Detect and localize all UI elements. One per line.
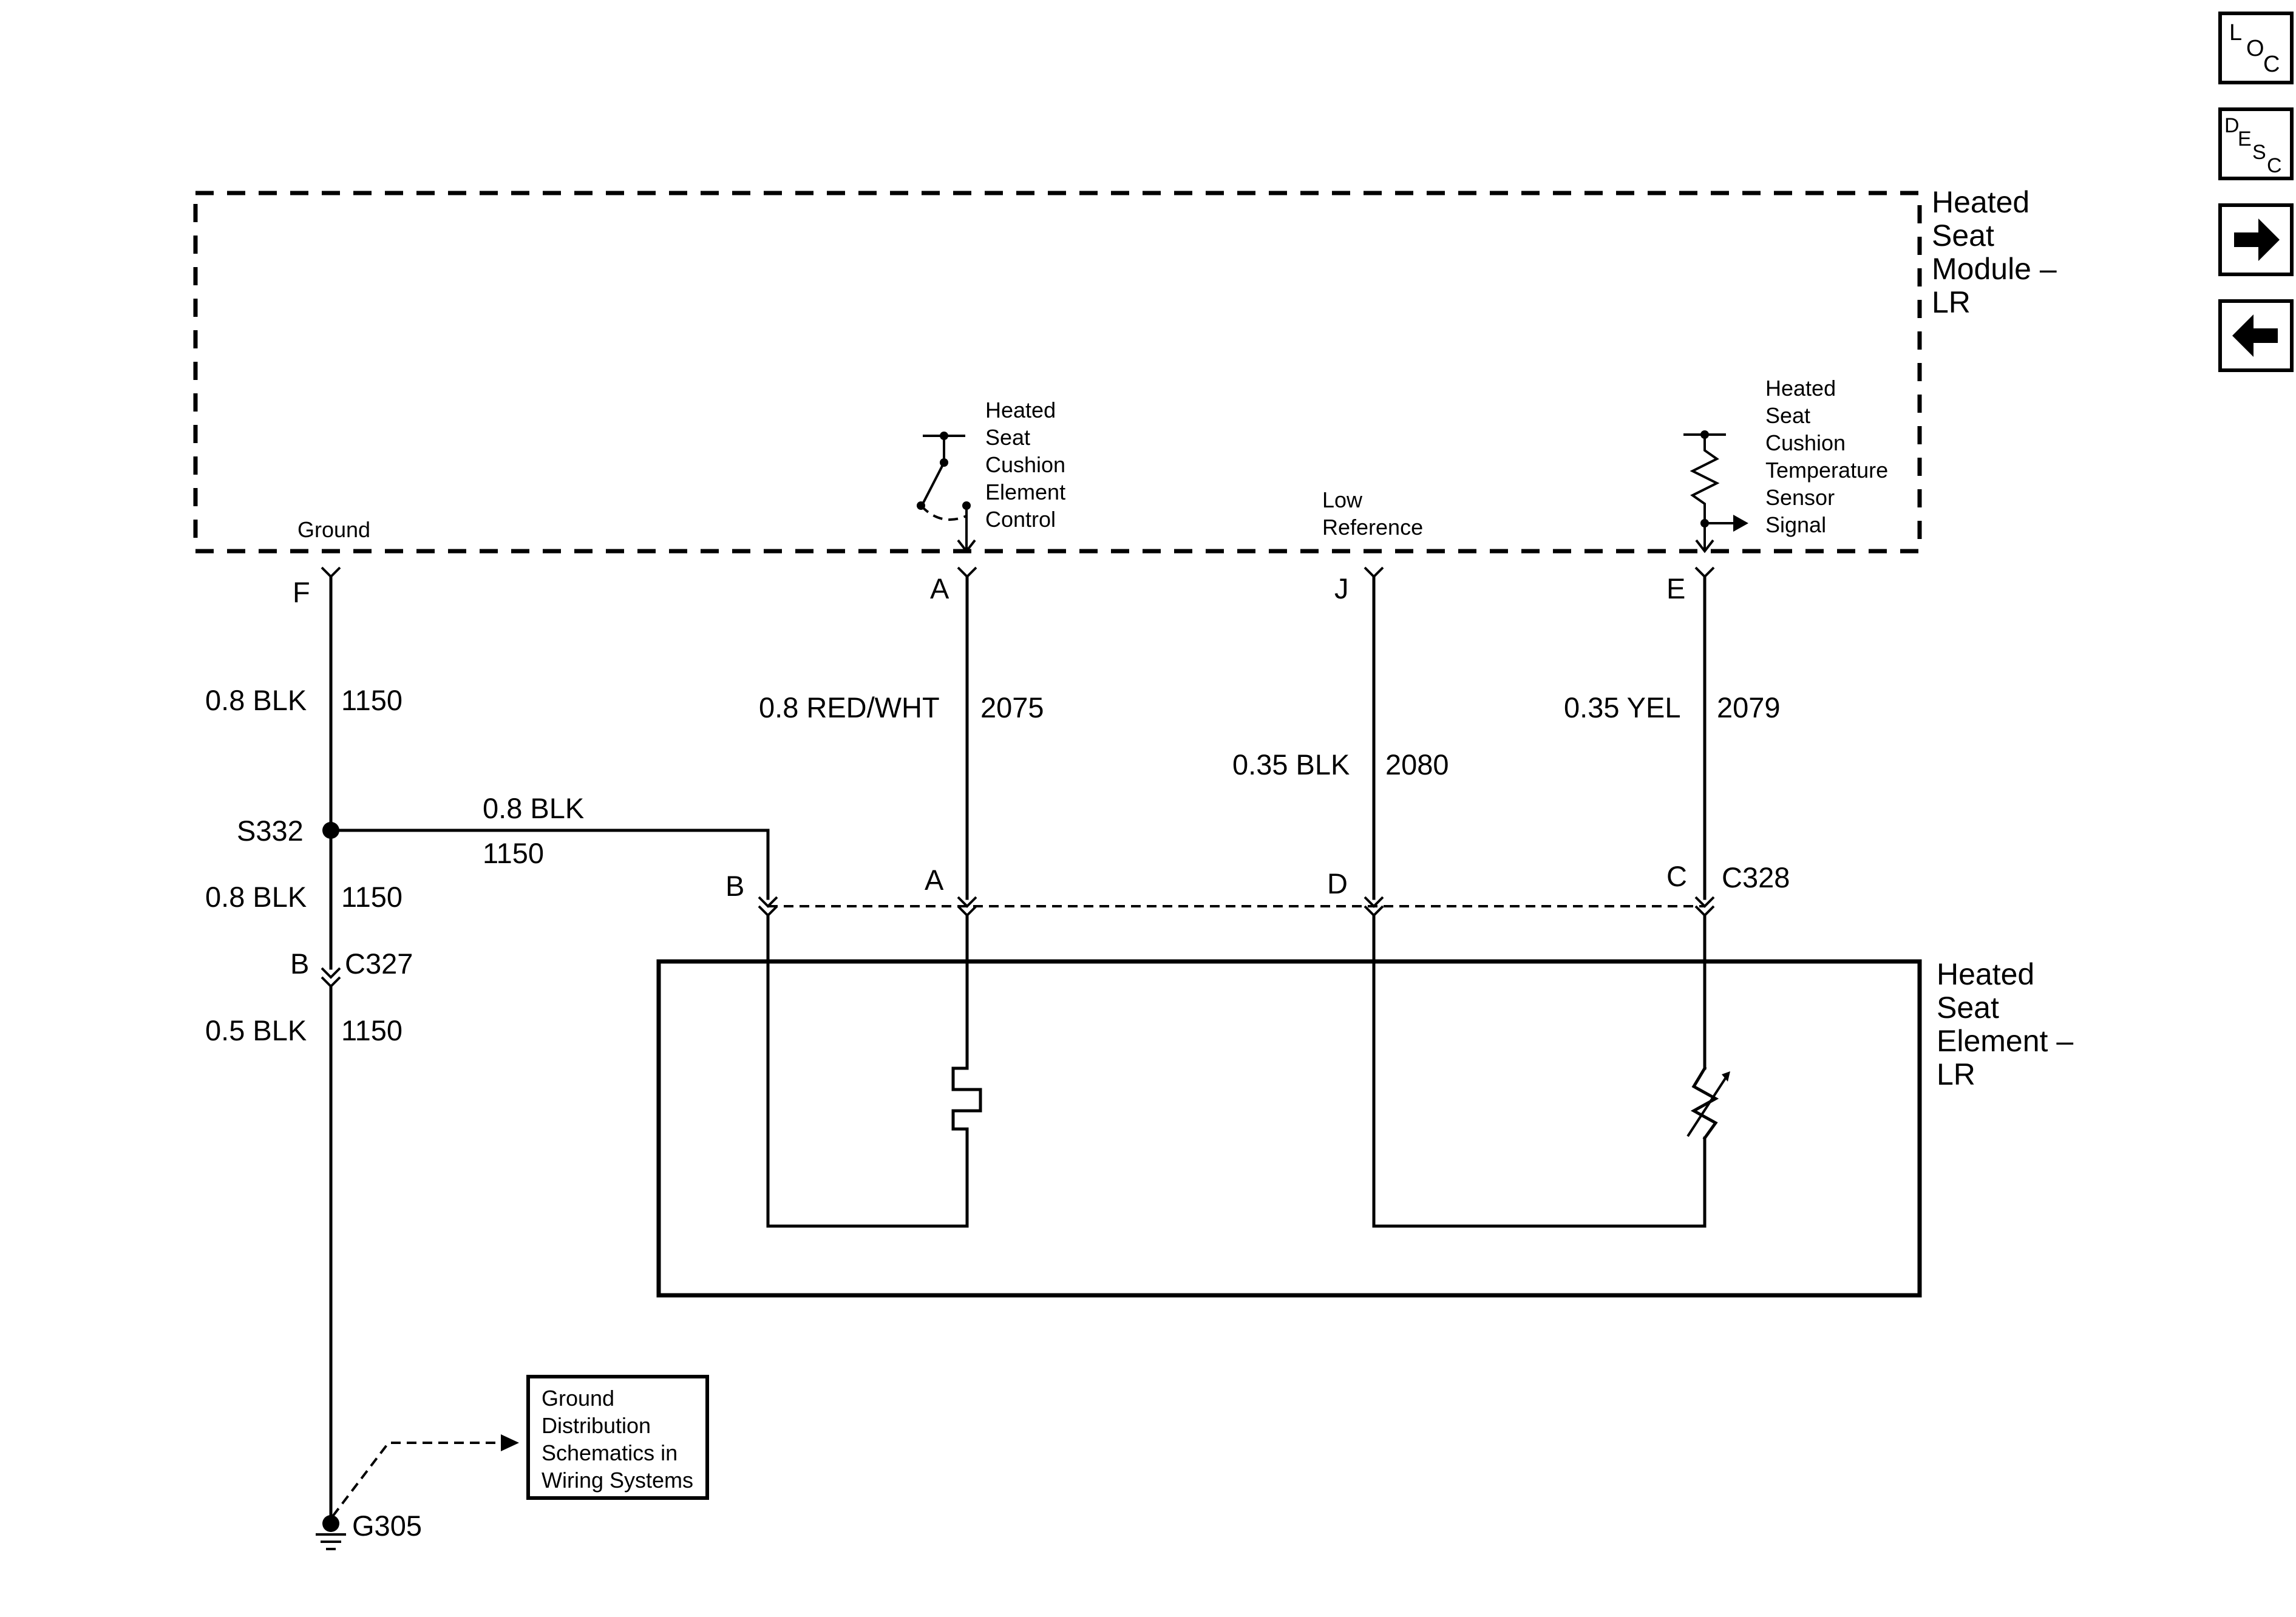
temp-spec: 0.35 YEL xyxy=(1564,691,1681,724)
reference-line-2: Distribution xyxy=(542,1413,651,1438)
module-title-1: Heated xyxy=(1932,185,2029,219)
loc-letter-c: C xyxy=(2263,52,2280,77)
module-boundary xyxy=(193,191,1922,554)
branch-circuit: 1150 xyxy=(483,837,544,869)
c328-pin-a: A xyxy=(925,864,944,896)
control-circuit: 2075 xyxy=(980,691,1044,724)
element-boundary xyxy=(656,959,1922,1298)
c328-pin-d: D xyxy=(1327,867,1348,900)
heated-seat-element: Heated Seat Element – LR xyxy=(656,914,2073,1298)
signal-wires: 0.8 RED/WHT 2075 0.35 BLK 2080 0.35 YEL … xyxy=(759,575,1781,900)
c328-connector: B A D C C328 xyxy=(725,860,1790,917)
c327-label: C327 xyxy=(345,947,413,980)
control-label-5: Control xyxy=(985,507,1056,532)
nav-next-button[interactable] xyxy=(2218,203,2294,276)
splice-label: S332 xyxy=(237,815,304,847)
ground-distribution-reference[interactable]: Ground Distribution Schematics in Wiring… xyxy=(331,1375,709,1517)
ground-lower-spec: 0.5 BLK xyxy=(205,1014,307,1046)
reference-line-1: Ground xyxy=(542,1386,614,1411)
element-title-4: LR xyxy=(1937,1057,1975,1091)
loc-letter-o: O xyxy=(2246,36,2264,61)
element-title-2: Seat xyxy=(1937,991,1999,1025)
ground-upper-spec: 0.8 BLK xyxy=(205,684,307,716)
heated-seat-module: Heated Seat Module – LR Ground Heated Se… xyxy=(193,185,2057,554)
ground-circuit: 0.8 BLK 1150 S332 0.8 BLK 1150 B C327 0.… xyxy=(205,575,770,1550)
desc-letter-d: D xyxy=(2224,114,2240,137)
module-pin-f: F xyxy=(293,576,310,608)
nav-desc-button[interactable]: D E S C xyxy=(2218,107,2294,180)
c328-pin-b: B xyxy=(725,870,744,902)
temp-label-3: Cushion xyxy=(1765,430,1846,455)
module-pin-a: A xyxy=(930,572,949,605)
control-spec: 0.8 RED/WHT xyxy=(759,691,940,724)
low-ref-label-1: Low xyxy=(1322,487,1363,512)
low-ref-spec: 0.35 BLK xyxy=(1232,748,1350,781)
module-title-2: Seat xyxy=(1932,219,1994,253)
element-title-3: Element – xyxy=(1937,1024,2073,1058)
branch-spec: 0.8 BLK xyxy=(483,792,584,824)
ground-lower-circuit: 1150 xyxy=(341,1014,402,1046)
module-pin-j: J xyxy=(1334,572,1349,605)
nav-prev-button[interactable] xyxy=(2218,299,2294,372)
module-title-3: Module – xyxy=(1932,252,2057,286)
reference-line-3: Schematics in xyxy=(542,1440,678,1465)
ground-mid-spec: 0.8 BLK xyxy=(205,881,307,913)
c328-label: C328 xyxy=(1722,861,1790,893)
control-switch-symbol xyxy=(917,432,976,554)
low-ref-label-2: Reference xyxy=(1322,515,1423,540)
desc-letter-s: S xyxy=(2252,141,2266,164)
low-ref-circuit: 2080 xyxy=(1385,748,1449,781)
temp-label-1: Heated xyxy=(1765,376,1836,401)
ground-mid-circuit: 1150 xyxy=(341,881,402,913)
temp-circuit: 2079 xyxy=(1717,691,1781,724)
control-label-2: Seat xyxy=(985,425,1030,450)
element-title-1: Heated xyxy=(1937,957,2034,991)
reference-line-4: Wiring Systems xyxy=(542,1468,693,1493)
temp-label-6: Signal xyxy=(1765,512,1826,537)
c327-pin: B xyxy=(290,947,309,980)
module-pin-e: E xyxy=(1666,572,1685,605)
arrow-right-icon xyxy=(2234,219,2280,261)
temp-sensor-pullup-symbol xyxy=(1683,430,1748,554)
loc-letter-l: L xyxy=(2229,20,2242,46)
ground-upper-circuit: 1150 xyxy=(341,684,402,716)
temp-label-5: Sensor xyxy=(1765,485,1835,510)
control-label-4: Element xyxy=(985,480,1065,504)
heater-element-symbol xyxy=(951,1066,982,1131)
temp-label-2: Seat xyxy=(1765,403,1810,428)
c328-pin-c: C xyxy=(1666,860,1687,892)
desc-letter-e: E xyxy=(2238,127,2252,151)
ground-dot xyxy=(322,1515,339,1532)
arrow-left-icon xyxy=(2232,314,2278,357)
control-label-3: Cushion xyxy=(985,452,1065,477)
temp-label-4: Temperature xyxy=(1765,458,1888,483)
ground-function-label: Ground xyxy=(297,517,370,542)
ground-point-label: G305 xyxy=(352,1510,422,1542)
control-label-1: Heated xyxy=(985,398,1056,422)
module-title-4: LR xyxy=(1932,285,1971,319)
desc-letter-c: C xyxy=(2267,154,2282,177)
module-connector: F A J E xyxy=(293,566,1715,608)
nav-loc-button[interactable]: L O C xyxy=(2218,12,2294,84)
thermistor-symbol xyxy=(1690,1066,1719,1141)
